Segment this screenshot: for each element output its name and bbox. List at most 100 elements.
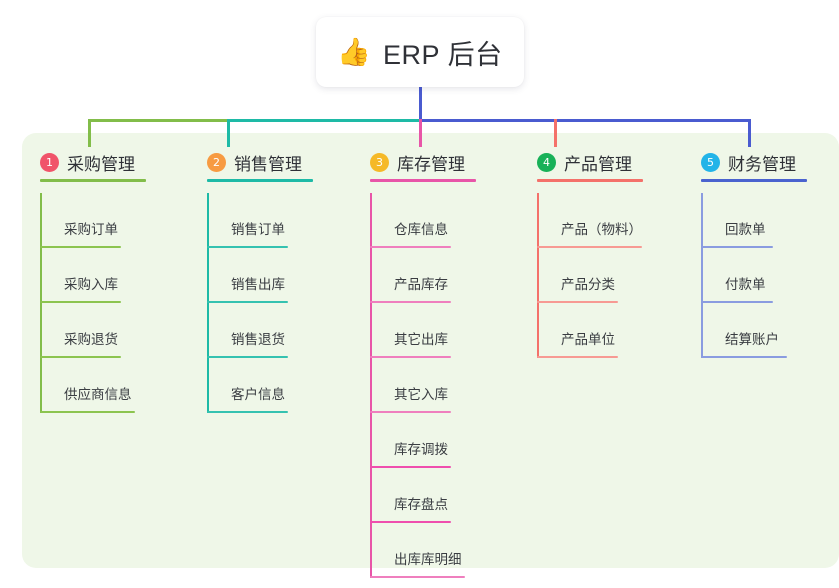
item-label: 其它入库	[394, 387, 448, 402]
branch-column-1: 1 采购管理 采购订单 采购入库 采购退货 供应商信息	[40, 143, 190, 413]
item-rule	[537, 356, 618, 358]
list-item[interactable]: 回款单	[701, 193, 839, 248]
list-item[interactable]: 采购退货	[40, 303, 190, 358]
branch-rule-5	[701, 179, 807, 182]
item-spine	[537, 248, 539, 303]
list-item[interactable]: 采购订单	[40, 193, 190, 248]
item-rule	[40, 246, 121, 248]
branch-badge-5: 5	[701, 152, 720, 172]
list-item[interactable]: 销售订单	[207, 193, 357, 248]
list-item[interactable]: 付款单	[701, 248, 839, 303]
item-spine	[370, 193, 372, 248]
branch-header-4[interactable]: 4 产品管理	[537, 143, 707, 181]
item-spine	[701, 303, 703, 358]
branch-column-3: 3 库存管理 仓库信息 产品库存 其它出库 其它入库	[370, 143, 530, 578]
list-item[interactable]: 出库库明细	[370, 523, 530, 578]
branch-items-5: 回款单 付款单 结算账户	[701, 193, 839, 358]
branch-badge-1: 1	[40, 152, 59, 172]
item-rule	[370, 576, 465, 578]
item-label: 仓库信息	[394, 222, 448, 237]
item-rule	[370, 411, 451, 413]
branch-title-2: 销售管理	[234, 154, 302, 174]
list-item[interactable]: 产品分类	[537, 248, 707, 303]
branch-badge-3: 3	[370, 152, 389, 172]
item-label: 供应商信息	[64, 387, 132, 402]
item-label: 销售出库	[231, 277, 285, 292]
branch-rule-1	[40, 179, 146, 182]
drop-branch-5	[748, 119, 751, 147]
item-spine	[370, 468, 372, 523]
branch-items-3: 仓库信息 产品库存 其它出库 其它入库 库存调拨	[370, 193, 530, 578]
item-spine	[207, 358, 209, 413]
item-spine	[370, 248, 372, 303]
item-rule	[40, 301, 121, 303]
drop-branch-1	[88, 119, 91, 147]
item-rule	[40, 356, 121, 358]
branch-badge-4: 4	[537, 152, 556, 172]
drop-branch-3	[419, 119, 422, 147]
item-label: 其它出库	[394, 332, 448, 347]
list-item[interactable]: 销售退货	[207, 303, 357, 358]
item-spine	[701, 193, 703, 248]
root-node-card[interactable]: 👍 ERP 后台	[316, 17, 524, 87]
list-item[interactable]: 其它出库	[370, 303, 530, 358]
branch-header-2[interactable]: 2 销售管理	[207, 143, 357, 181]
item-rule	[207, 301, 288, 303]
branch-header-1[interactable]: 1 采购管理	[40, 143, 190, 181]
item-rule	[40, 411, 135, 413]
item-rule	[701, 246, 773, 248]
item-label: 销售退货	[231, 332, 285, 347]
branch-items-1: 采购订单 采购入库 采购退货 供应商信息	[40, 193, 190, 413]
branch-title-1: 采购管理	[67, 154, 135, 174]
item-spine	[207, 248, 209, 303]
branch-title-5: 财务管理	[728, 154, 796, 174]
item-label: 库存盘点	[394, 497, 448, 512]
item-label: 付款单	[725, 277, 766, 292]
item-label: 产品分类	[561, 277, 615, 292]
item-rule	[701, 356, 787, 358]
item-spine	[370, 303, 372, 358]
item-rule	[370, 466, 451, 468]
list-item[interactable]: 结算账户	[701, 303, 839, 358]
item-label: 出库库明细	[394, 552, 462, 567]
branch-rule-4	[537, 179, 643, 182]
branch-column-2: 2 销售管理 销售订单 销售出库 销售退货 客户信息	[207, 143, 357, 413]
item-spine	[370, 413, 372, 468]
branch-column-5: 5 财务管理 回款单 付款单 结算账户	[701, 143, 839, 358]
list-item[interactable]: 产品库存	[370, 248, 530, 303]
list-item[interactable]: 供应商信息	[40, 358, 190, 413]
list-item[interactable]: 库存盘点	[370, 468, 530, 523]
item-spine	[40, 248, 42, 303]
root-stem	[419, 86, 422, 120]
thumbs-up-icon: 👍	[337, 36, 372, 67]
list-item[interactable]: 客户信息	[207, 358, 357, 413]
item-rule	[370, 356, 451, 358]
list-item[interactable]: 采购入库	[40, 248, 190, 303]
branch-header-5[interactable]: 5 财务管理	[701, 143, 839, 181]
item-rule	[370, 521, 451, 523]
list-item[interactable]: 其它入库	[370, 358, 530, 413]
bus-segment-teal	[227, 119, 421, 122]
bus-segment-green	[88, 119, 228, 122]
branch-title-3: 库存管理	[397, 154, 465, 174]
item-label: 销售订单	[231, 222, 285, 237]
list-item[interactable]: 仓库信息	[370, 193, 530, 248]
list-item[interactable]: 产品单位	[537, 303, 707, 358]
item-label: 产品（物料）	[561, 222, 642, 237]
drop-branch-2	[227, 119, 230, 147]
item-rule	[537, 246, 642, 248]
item-spine	[207, 193, 209, 248]
drop-branch-4	[554, 119, 557, 147]
item-spine	[701, 248, 703, 303]
branch-header-3[interactable]: 3 库存管理	[370, 143, 530, 181]
list-item[interactable]: 产品（物料）	[537, 193, 707, 248]
branch-items-2: 销售订单 销售出库 销售退货 客户信息	[207, 193, 357, 413]
list-item[interactable]: 库存调拨	[370, 413, 530, 468]
item-label: 采购退货	[64, 332, 118, 347]
item-label: 产品库存	[394, 277, 448, 292]
item-spine	[207, 303, 209, 358]
branch-title-4: 产品管理	[564, 154, 632, 174]
list-item[interactable]: 销售出库	[207, 248, 357, 303]
item-rule	[207, 411, 288, 413]
